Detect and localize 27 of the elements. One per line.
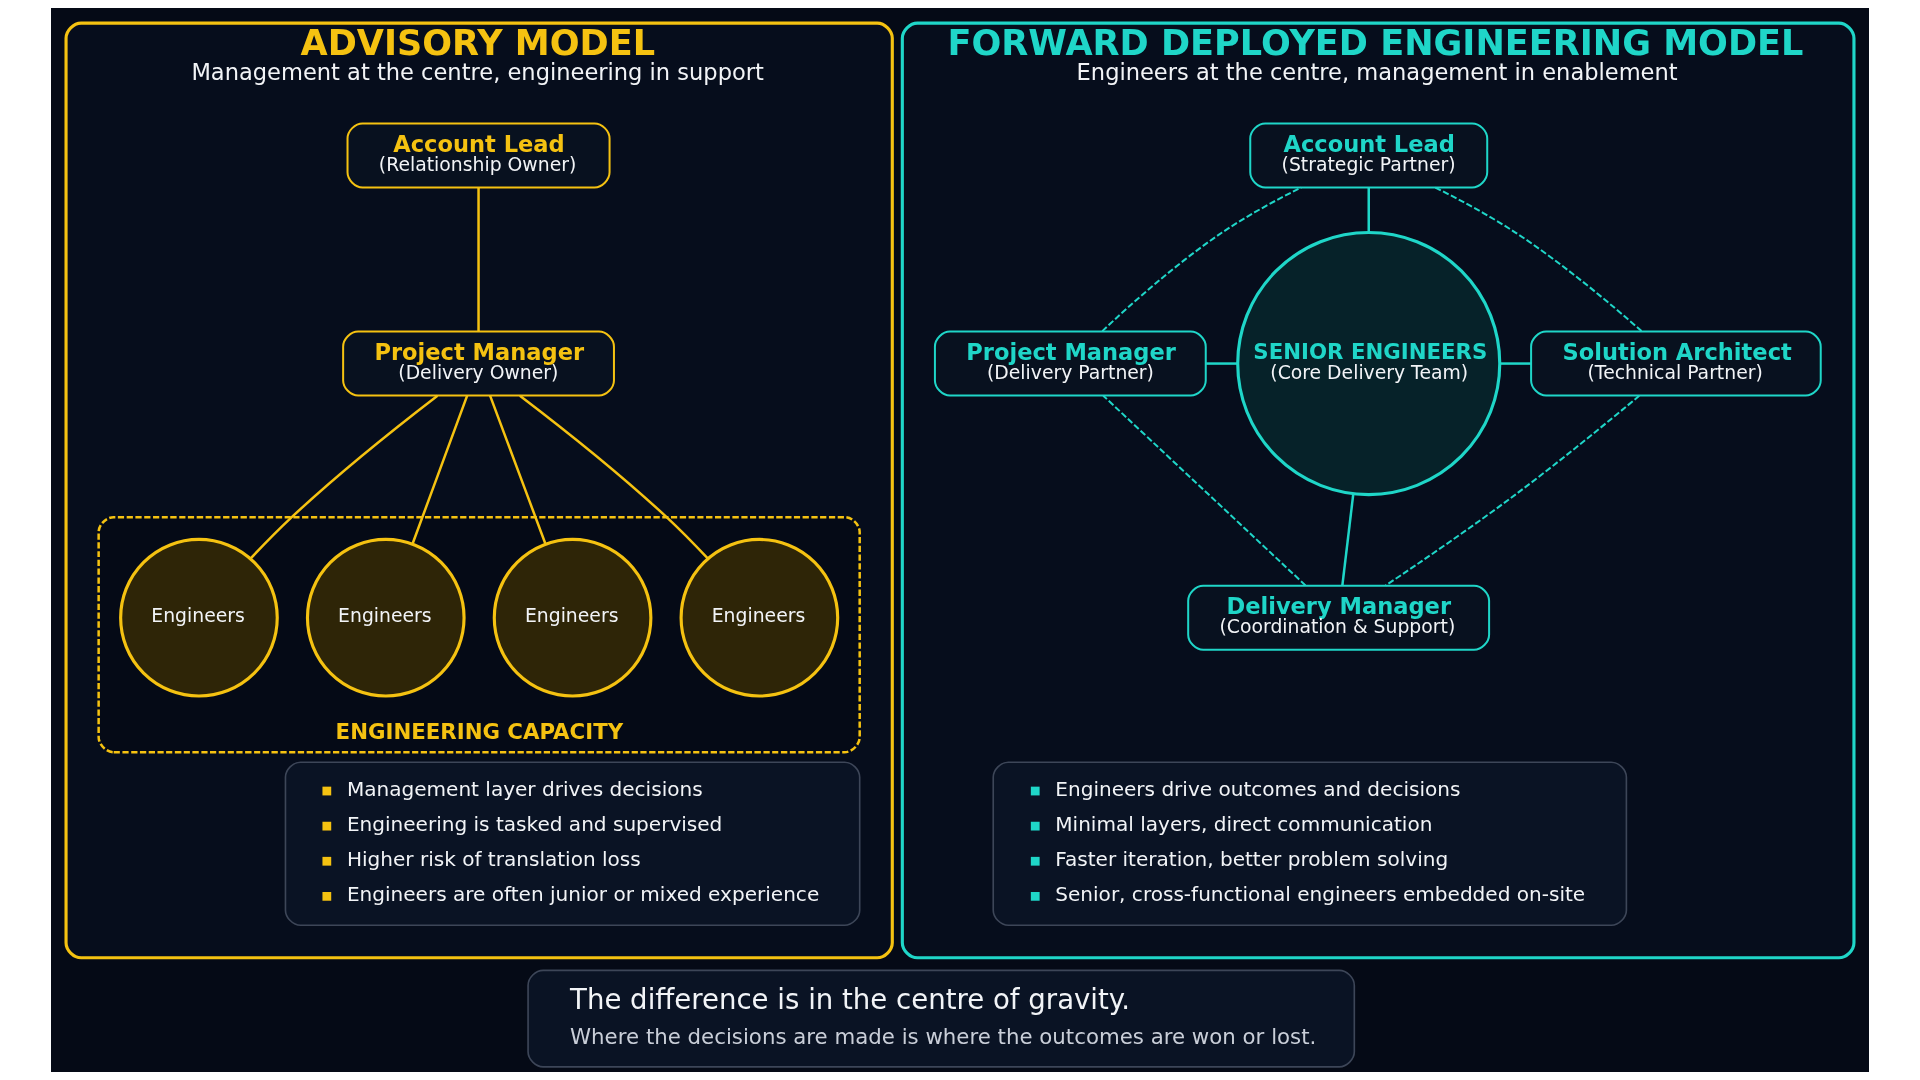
- connector: [1206, 362, 1238, 365]
- connector: [1500, 362, 1532, 365]
- connector: [477, 187, 480, 332]
- node-circle: SENIOR ENGINEERS (Core Delivery Team): [1236, 230, 1502, 497]
- node-circle: Engineers: [492, 537, 653, 698]
- connector: [1434, 186, 1643, 333]
- connector: [411, 395, 469, 545]
- node-circle: Engineers: [305, 537, 466, 698]
- node-circle: Engineers: [119, 537, 279, 698]
- connector: [1341, 493, 1355, 586]
- node-box: Account Lead (Relationship Owner): [346, 122, 611, 189]
- connector: [249, 394, 439, 560]
- connector: [1102, 394, 1307, 587]
- node-box: Engineers drive outcomes and decisions Minimal layers, direct communication Faster iteration, better problem solving Senior, cross-functional engineers embedded on-site: [992, 761, 1628, 926]
- node-box: Management layer drives decisions Engineering is tasked and supervised Higher risk of translation loss Engineers are often junior or mixed experience: [284, 761, 861, 926]
- connector: [519, 394, 709, 560]
- node-box: Project Manager (Delivery Owner): [342, 330, 615, 397]
- connector: [1101, 186, 1302, 332]
- connector: [1367, 187, 1370, 233]
- node-circle: Engineers: [679, 537, 840, 698]
- node-box: Account Lead (Strategic Partner): [1249, 122, 1489, 189]
- node-box: Delivery Manager (Coordination & Support): [1187, 584, 1491, 651]
- connector: [488, 395, 547, 545]
- connector: [1384, 395, 1640, 587]
- node-box: Solution Architect (Technical Partner): [1530, 330, 1822, 397]
- node-box: Project Manager (Delivery Partner): [933, 330, 1207, 397]
- node-box: The difference is in the centre of gravity. Where the decisions are made is where the outcomes are won or lost.: [527, 969, 1356, 1068]
